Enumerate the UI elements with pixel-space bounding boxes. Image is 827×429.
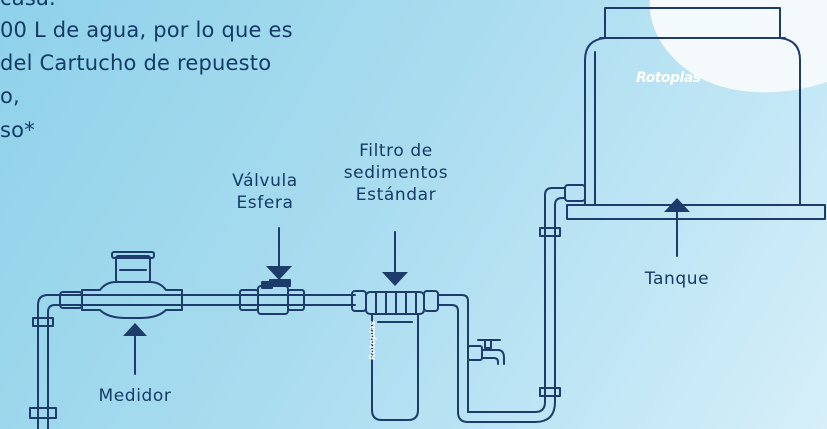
arrowhead-meter (123, 323, 147, 336)
water-tank (566, 7, 826, 220)
label-meter: Medidor (98, 386, 172, 406)
inlet-pipe (29, 294, 61, 429)
paragraph-line-1: casa. (0, 0, 56, 10)
paragraph-line-4: o, (0, 84, 20, 108)
arrowhead-valve (266, 266, 292, 280)
label-valve-line-1: Válvula (232, 171, 298, 191)
label-filter-line-3: Estándar (355, 185, 437, 205)
arrowhead-tank (664, 198, 690, 212)
paragraph-line-5: so* (0, 118, 35, 142)
label-filter: Filtro de sedimentos Estándar (330, 140, 462, 206)
label-filter-line-2: sedimentos (343, 163, 449, 183)
filter-brand-logo: Rotoplas (368, 320, 377, 360)
arrowhead-filter (382, 272, 408, 286)
tank-brand-logo: Rotoplas (636, 70, 701, 86)
riser-pipe (534, 184, 586, 423)
paragraph-line-2: 00 L de agua, por lo que es (0, 18, 293, 42)
label-filter-line-1: Filtro de (359, 141, 433, 161)
label-valve-line-2: Esfera (236, 193, 294, 213)
paragraph-line-3: del Cartucho de repuesto (0, 51, 272, 75)
main-pipe (59, 291, 356, 309)
ball-valve (239, 279, 305, 315)
sediment-filter (351, 290, 439, 421)
water-meter (81, 251, 183, 319)
outlet-pipe (437, 294, 536, 423)
label-valve: Válvula Esfera (210, 170, 320, 214)
faucet (467, 339, 505, 365)
label-tank: Tanque (644, 269, 710, 289)
